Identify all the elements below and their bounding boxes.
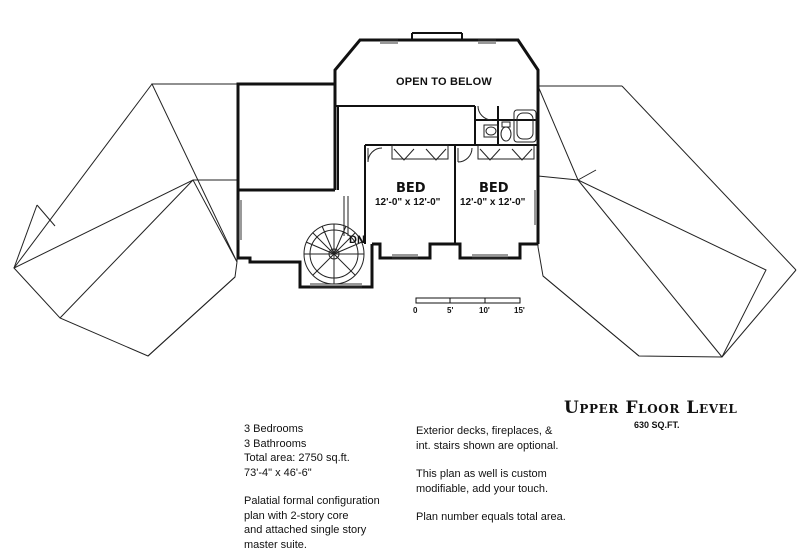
doors: [367, 105, 493, 163]
scale-tick-0: 0: [413, 306, 418, 315]
note-desc-3: and attached single story: [244, 524, 367, 536]
roof-lines: [13, 83, 797, 358]
closets: [391, 144, 535, 161]
windows: [237, 39, 536, 288]
bed1-dims: 12'-0" x 12'-0": [375, 197, 441, 208]
note-dimensions: 73'-4" x 46'-6": [244, 466, 312, 479]
scale-tick-5: 5': [447, 306, 454, 315]
note-desc-1: Palatial formal configuration: [244, 495, 380, 507]
bed2-dims: 12'-0" x 12'-0": [460, 197, 526, 208]
note-bedrooms: 3 Bedrooms: [244, 423, 304, 435]
note-custom-2: modifiable, add your touch.: [416, 482, 549, 495]
plan-title: Upper Floor Level: [564, 398, 738, 418]
stair-down-label: DN: [349, 234, 365, 246]
open-to-below-label: OPEN TO BELOW: [396, 76, 492, 88]
bar-scale: [415, 297, 521, 304]
interior-walls: [335, 32, 538, 244]
plan-area: 630 SQ.FT.: [634, 420, 680, 430]
note-optional-2: int. stairs shown are optional.: [416, 439, 559, 452]
note-custom-1: This plan as well is custom: [416, 468, 547, 480]
bed2-name: BED: [479, 181, 509, 196]
bed1-name: BED: [396, 181, 426, 196]
note-plan-number: Plan number equals total area.: [416, 511, 566, 523]
note-total-area: Total area: 2750 sq.ft.: [244, 452, 350, 464]
scale-tick-15: 15': [514, 306, 525, 315]
note-desc-2: plan with 2-story core: [244, 509, 349, 522]
scale-tick-10: 10': [479, 306, 490, 315]
note-desc-4: master suite.: [244, 538, 307, 551]
spiral-stair: [303, 196, 365, 285]
exterior-walls: [236, 38, 540, 289]
notes-right: Exterior decks, fireplaces, & int. stair…: [416, 424, 566, 525]
bath-fixtures: [483, 109, 537, 143]
note-optional-1: Exterior decks, fireplaces, &: [416, 425, 553, 437]
note-bathrooms: 3 Bathrooms: [244, 437, 307, 450]
notes-left: 3 Bedrooms 3 Bathrooms Total area: 2750 …: [244, 422, 380, 552]
